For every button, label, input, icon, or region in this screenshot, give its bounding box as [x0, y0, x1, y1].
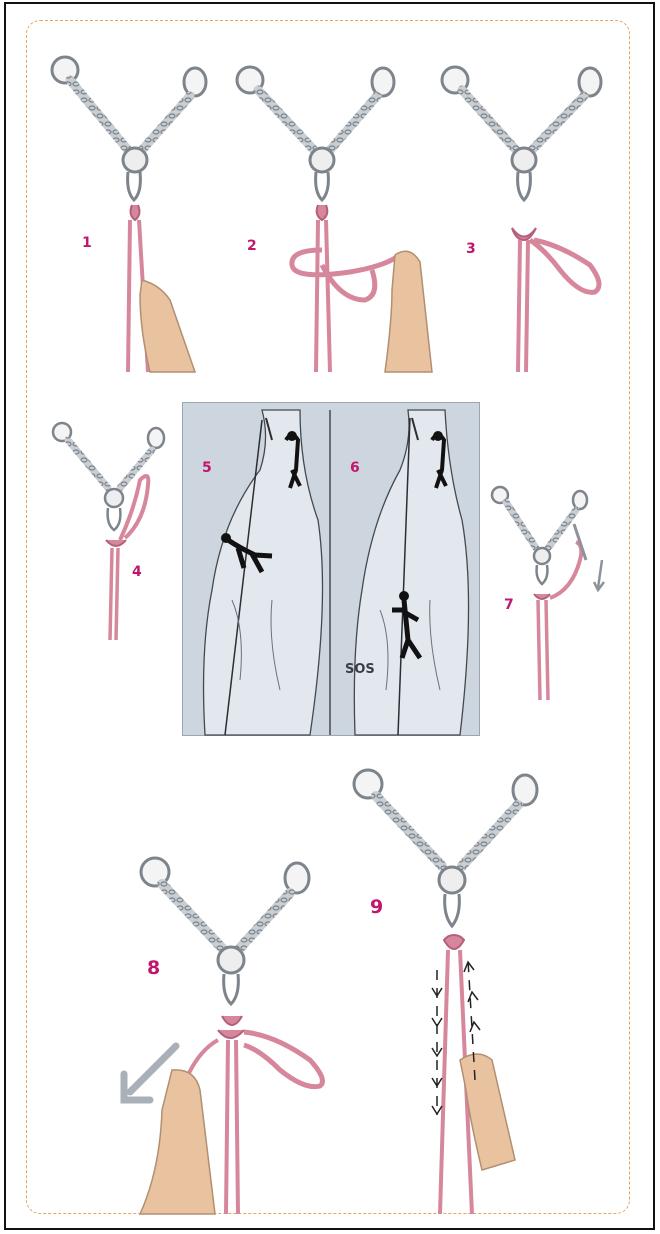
anchor-station-3 — [442, 67, 601, 372]
scene-right — [354, 410, 468, 735]
anchor-station-7 — [492, 487, 604, 700]
step-label-6: 6 — [350, 460, 360, 476]
step-label-4: 4 — [132, 564, 142, 580]
anchor-station-4 — [53, 423, 164, 640]
sos-text: SOS — [345, 662, 375, 677]
anchor-station-9 — [354, 770, 537, 1214]
step-label-7: 7 — [504, 597, 514, 613]
anchor-station-2 — [237, 67, 432, 372]
anchor-station-1 — [52, 57, 206, 372]
step-label-9: 9 — [370, 896, 383, 918]
step-label-3: 3 — [466, 241, 476, 257]
step-label-5: 5 — [202, 460, 212, 476]
scene-left — [204, 410, 323, 735]
step-label-1: 1 — [82, 235, 92, 251]
step-label-2: 2 — [247, 238, 257, 254]
anchor-station-8 — [124, 858, 322, 1214]
step-label-8: 8 — [147, 957, 160, 979]
